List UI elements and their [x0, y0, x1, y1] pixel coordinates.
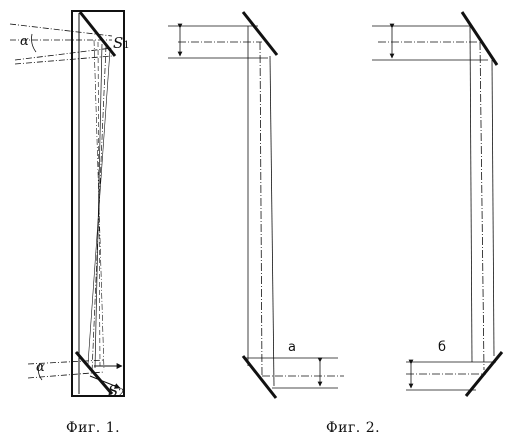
fig2-label-a: а [288, 340, 296, 355]
fig1-s1-letter: S [113, 34, 124, 52]
fig3-drawing [372, 11, 504, 397]
fig2-mirror-top [241, 11, 279, 56]
fig1-s1-index: 1 [123, 40, 130, 51]
fig3-mirror-top [460, 11, 499, 66]
fig3-label-b: б [438, 340, 447, 355]
fig1-drawing [9, 10, 125, 397]
fig1-angle-bottom-label: α [36, 360, 45, 375]
fig1-mirror-s1-label: S1 [113, 34, 130, 52]
fig2-caption: Фиг. 2. [326, 420, 381, 436]
fig2-drawing [168, 11, 344, 399]
fig1-mirror-s2-label: S2 [108, 382, 125, 400]
fig1-caption: Фиг. 1. [66, 420, 121, 436]
fig1-s2-index: 2 [118, 388, 125, 399]
fig1-angle-top-label: α [20, 34, 29, 49]
prism-block [71, 10, 125, 397]
fig2-mirror-bottom [241, 355, 278, 399]
fig1-s2-letter: S [108, 382, 119, 400]
